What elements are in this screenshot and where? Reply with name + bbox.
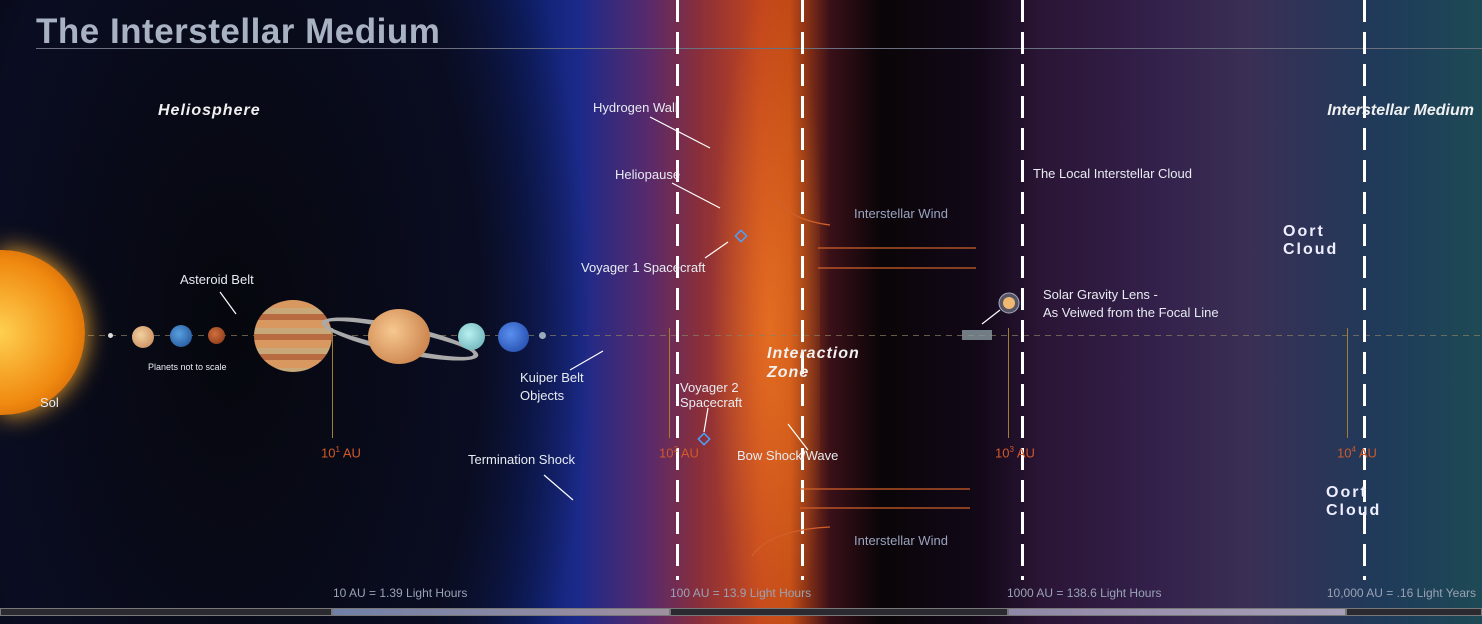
bow-shock-boundary bbox=[801, 0, 804, 580]
au-unit: AU bbox=[342, 445, 361, 461]
au-tick bbox=[1347, 328, 1348, 438]
au-label-1: 101 AU bbox=[321, 445, 361, 460]
focal-line-marker bbox=[962, 330, 992, 340]
au-unit: AU bbox=[1358, 445, 1377, 461]
label-heliopause: Heliopause bbox=[615, 167, 681, 182]
au-tick bbox=[332, 328, 333, 438]
region-zone: Zone bbox=[767, 364, 810, 381]
ecliptic-line bbox=[0, 335, 1482, 336]
au-unit: AU bbox=[1016, 445, 1035, 461]
oort-line2: Cloud bbox=[1283, 241, 1339, 258]
oort-line1: Oort bbox=[1326, 484, 1368, 501]
label-local-cloud: The Local Interstellar Cloud bbox=[1033, 166, 1192, 181]
voyager1-marker bbox=[734, 229, 748, 243]
label-voyager2: Voyager 2 bbox=[680, 380, 739, 395]
au-base: 10 bbox=[995, 445, 1010, 461]
venus-icon bbox=[132, 326, 154, 348]
arrow bbox=[569, 350, 604, 371]
au-exp: 2 bbox=[673, 445, 678, 454]
local-cloud-boundary bbox=[1021, 0, 1024, 580]
label-voyager2-spacecraft: Spacecraft bbox=[680, 395, 743, 410]
heliopause-boundary bbox=[676, 0, 679, 580]
au-tick bbox=[1008, 328, 1009, 438]
arrow bbox=[219, 291, 237, 315]
label-asteroid-belt: Asteroid Belt bbox=[180, 272, 254, 287]
label-planets-note: Planets not to scale bbox=[148, 362, 227, 372]
bow-shock-glow bbox=[690, 0, 820, 624]
arrow bbox=[649, 116, 711, 149]
region-interaction: Interaction bbox=[767, 345, 860, 362]
au-exp: 1 bbox=[335, 445, 340, 454]
label-sol: Sol bbox=[40, 395, 59, 410]
au-base: 10 bbox=[1337, 445, 1352, 461]
arrow bbox=[787, 423, 809, 451]
label-focal-line: As Veiwed from the Focal Line bbox=[1043, 305, 1219, 320]
gravity-lens-core bbox=[1003, 297, 1015, 309]
mercury-icon bbox=[108, 333, 113, 338]
mars-icon bbox=[208, 327, 225, 344]
label-bow-shock: Bow Shock/Wave bbox=[737, 448, 839, 463]
scale-bar-segment bbox=[0, 608, 332, 616]
label-voyager1: Voyager 1 Spacecraft bbox=[581, 260, 706, 275]
arrow bbox=[543, 474, 574, 501]
arrow bbox=[703, 407, 709, 433]
au-label-3: 103 AU bbox=[995, 445, 1035, 460]
oort-line2: Cloud bbox=[1326, 502, 1382, 519]
scale-bar-segment bbox=[1346, 608, 1482, 616]
oort-boundary bbox=[1363, 0, 1366, 580]
label-gravity-lens: Solar Gravity Lens - bbox=[1043, 287, 1158, 302]
label-kuiper: Kuiper Belt bbox=[520, 370, 584, 385]
neptune-icon bbox=[498, 322, 529, 352]
au-label-4: 104 AU bbox=[1337, 445, 1377, 460]
arrow bbox=[704, 241, 729, 259]
region-interstellar-medium: Interstellar Medium bbox=[1327, 102, 1474, 119]
scale-label-10au: 10 AU = 1.39 Light Hours bbox=[333, 586, 468, 600]
au-base: 10 bbox=[321, 445, 336, 461]
earth-icon bbox=[170, 325, 192, 347]
au-label-2: 102 AU bbox=[659, 445, 699, 460]
wind-arrows bbox=[751, 197, 976, 557]
region-heliosphere: Heliosphere bbox=[158, 102, 261, 119]
label-hydrogen-wall: Hydrogen Wall bbox=[593, 100, 678, 115]
au-exp: 4 bbox=[1351, 445, 1356, 454]
oort-line1: Oort bbox=[1283, 223, 1325, 240]
scale-bar-segment bbox=[1008, 608, 1346, 616]
scale-bar-segment bbox=[332, 608, 670, 616]
arrow bbox=[671, 182, 721, 209]
scale-bar-segment bbox=[670, 608, 1008, 616]
scale-label-10000au: 10,000 AU = .16 Light Years bbox=[1326, 586, 1476, 600]
jupiter-icon bbox=[254, 300, 332, 372]
au-base: 10 bbox=[659, 445, 674, 461]
label-interstellar-wind-bottom: Interstellar Wind bbox=[854, 533, 948, 548]
uranus-icon bbox=[458, 323, 485, 350]
au-exp: 3 bbox=[1009, 445, 1014, 454]
title-rule bbox=[36, 48, 1482, 49]
scale-label-1000au: 1000 AU = 138.6 Light Hours bbox=[1007, 586, 1162, 600]
saturn-icon bbox=[368, 309, 430, 364]
au-tick bbox=[669, 328, 670, 438]
scale-label-100au: 100 AU = 13.9 Light Hours bbox=[670, 586, 812, 600]
pluto-icon bbox=[539, 332, 546, 339]
arrow bbox=[981, 309, 1001, 325]
label-kuiper-objects: Objects bbox=[520, 388, 565, 403]
au-unit: AU bbox=[680, 445, 699, 461]
label-termination-shock: Termination Shock bbox=[468, 452, 575, 467]
voyager2-marker bbox=[697, 432, 711, 446]
page-title: The Interstellar Medium bbox=[36, 12, 441, 51]
label-interstellar-wind-top: Interstellar Wind bbox=[854, 206, 948, 221]
